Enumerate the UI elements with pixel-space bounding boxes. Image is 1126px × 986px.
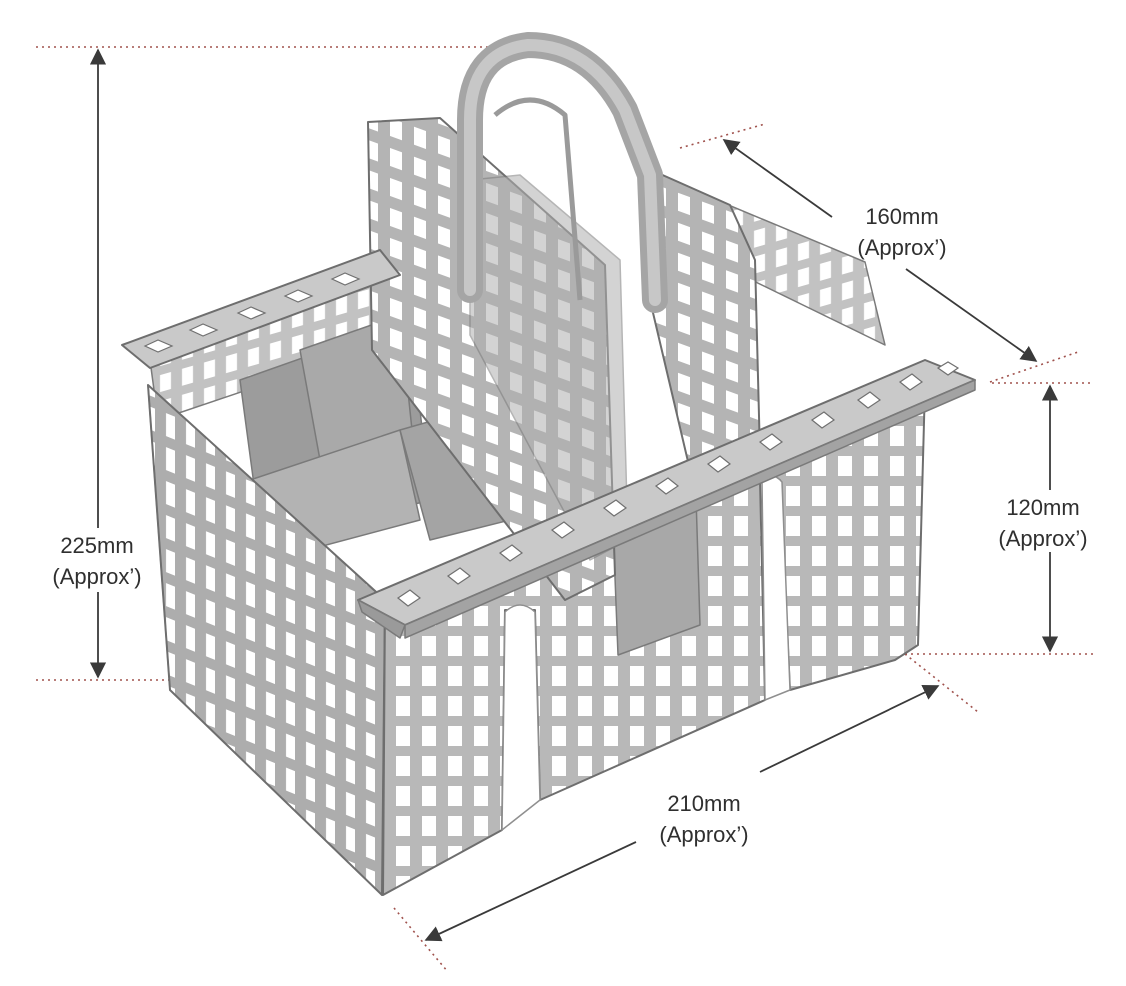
guide-lines xyxy=(36,46,1094,973)
side-height-value: 120mm xyxy=(1006,495,1080,520)
width-dimension-label: 210mm (Approx’) xyxy=(640,788,768,850)
dimension-arrows xyxy=(89,48,1059,942)
depth-dimension-label: 160mm (Approx’) xyxy=(838,201,966,263)
height-value: 225mm xyxy=(60,533,134,558)
basket xyxy=(121,32,976,896)
depth-note: (Approx’) xyxy=(857,235,947,260)
width-note: (Approx’) xyxy=(659,822,749,847)
height-dimension-label: 225mm (Approx’) xyxy=(30,530,164,592)
side-height-dimension-label: 120mm (Approx’) xyxy=(980,492,1106,554)
rim-slots xyxy=(143,272,960,607)
side-height-note: (Approx’) xyxy=(998,526,1088,551)
height-note: (Approx’) xyxy=(52,564,142,589)
depth-value: 160mm xyxy=(865,204,939,229)
width-value: 210mm xyxy=(667,791,741,816)
